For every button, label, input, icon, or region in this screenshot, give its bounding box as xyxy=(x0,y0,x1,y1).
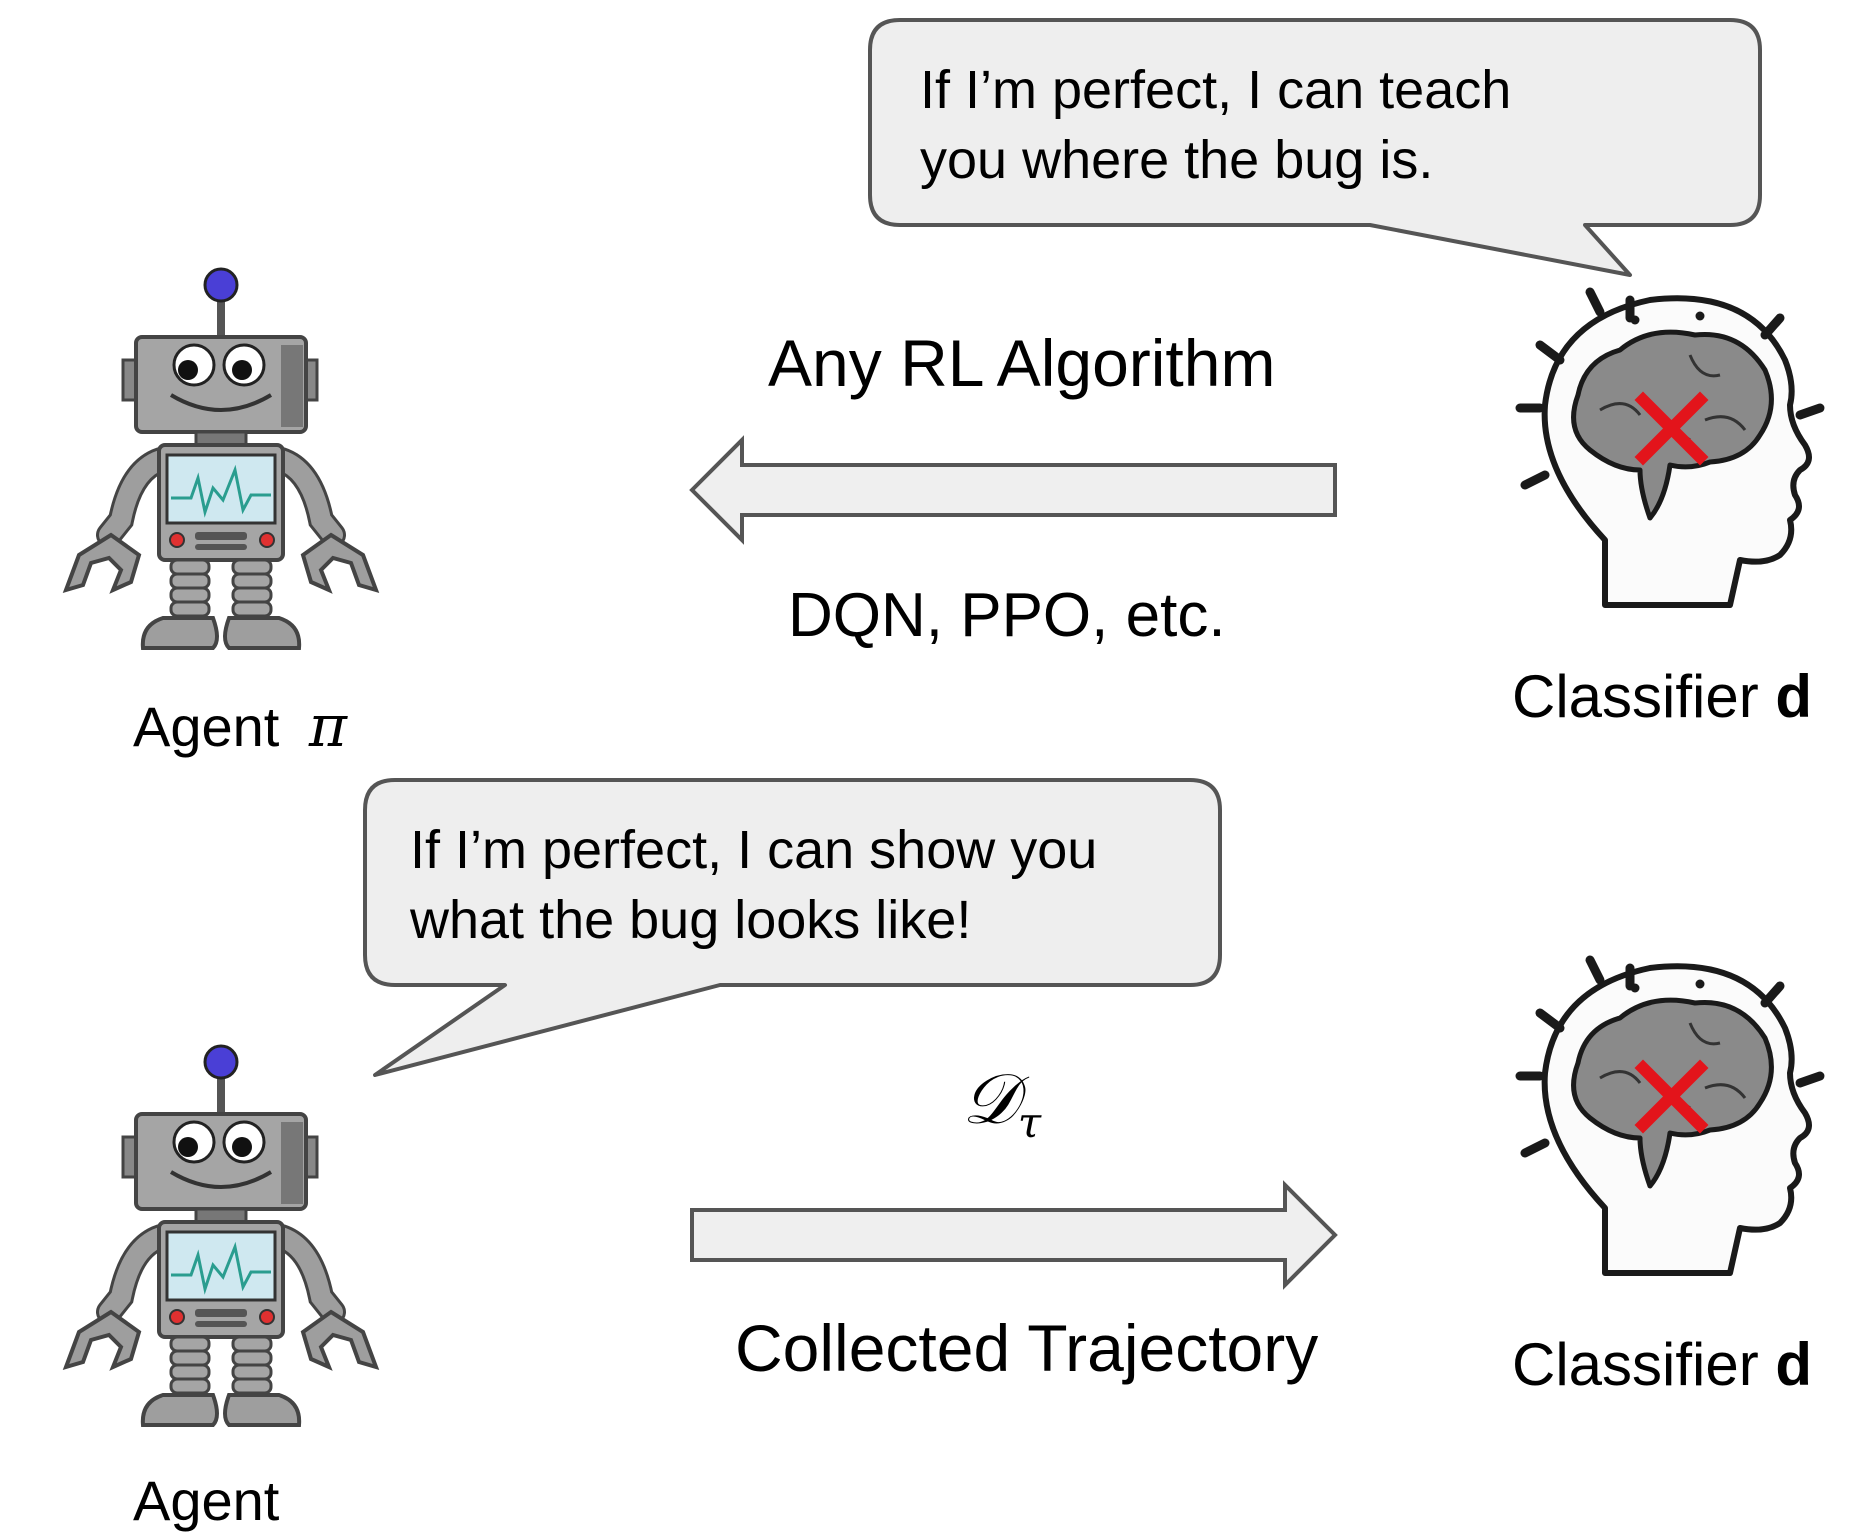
speech-bubble-classifier xyxy=(868,18,1762,277)
classifier-label-text: Classifier xyxy=(1512,663,1759,730)
classifier-speech-line2: you where the bug is. xyxy=(920,130,1434,190)
dataset-subscript: τ xyxy=(1017,1098,1042,1147)
agent-label-text: Agent xyxy=(133,695,280,758)
classifier-speech-line1: If I’m perfect, I can teach xyxy=(920,60,1512,120)
classifier-speech: If I’m perfect, I can teach you where th… xyxy=(920,55,1511,195)
robot-agent-icon xyxy=(66,1046,376,1425)
dataset-letter: 𝒟 xyxy=(962,1058,1018,1140)
classifier-symbol: d xyxy=(1775,663,1813,730)
dataset-symbol: 𝒟τ xyxy=(962,1058,1041,1147)
agent-label-bottom: Agent xyxy=(133,1469,280,1532)
agent-speech-line2: what the bug looks like! xyxy=(410,890,972,950)
agent-speech-line1: If I’m perfect, I can show you xyxy=(410,820,1098,880)
arrow-label-examples: DQN, PPO, etc. xyxy=(788,581,1226,650)
classifier-label-text: Classifier xyxy=(1512,1331,1759,1398)
right-arrow xyxy=(690,1180,1338,1290)
left-arrow xyxy=(689,435,1337,545)
agent-label-top: Agent π xyxy=(133,692,347,760)
robot-agent-icon xyxy=(66,269,376,648)
brain-head-icon xyxy=(1520,292,1820,605)
agent-speech: If I’m perfect, I can show you what the … xyxy=(410,815,1097,955)
arrow-label-trajectory: Collected Trajectory xyxy=(735,1311,1319,1385)
brain-head-icon xyxy=(1520,960,1820,1273)
classifier-symbol: d xyxy=(1775,1331,1813,1398)
policy-symbol: π xyxy=(308,692,348,760)
arrow-label-algorithm: Any RL Algorithm xyxy=(768,326,1276,400)
speech-bubble-agent xyxy=(363,778,1222,1077)
classifier-label-top: Classifier d xyxy=(1512,662,1812,731)
classifier-label-bottom: Classifier d xyxy=(1512,1330,1812,1399)
